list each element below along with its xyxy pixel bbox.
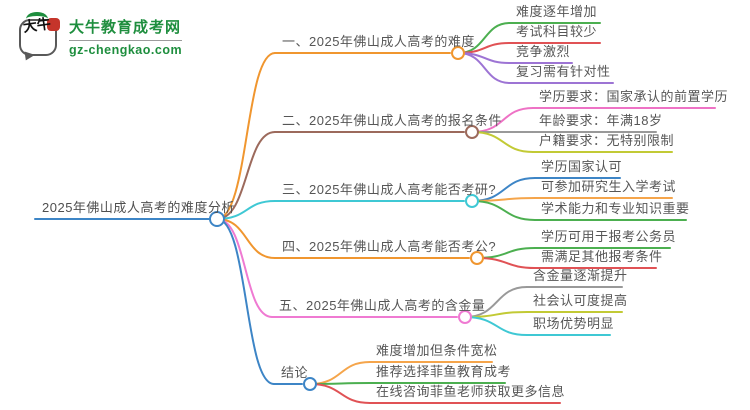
branch-node-label-5: 五、2025年佛山成人高考的含金量 [279,298,486,313]
root-node-toggle [209,211,225,227]
branch-node-label-6: 结论 [281,365,309,380]
connector-line [216,218,275,385]
branch-node-toggle-1 [451,46,465,60]
leaf-node-label-1-1: 难度逐年增加 [516,4,598,19]
connector-line [216,131,276,220]
leaf-node-label-5-2: 社会认可度提高 [533,293,628,308]
branch-node-label-1: 一、2025年佛山成人高考的难度 [282,34,475,49]
leaf-node-label-3-3: 学术能力和专业知识重要 [541,201,690,216]
logo-hat-arc [26,12,48,26]
leaf-node-label-6-1: 难度增加但条件宽松 [376,343,498,358]
logo-divider [69,39,183,41]
leaf-node-label-5-1: 含金量逐渐提升 [533,268,628,283]
branch-node-toggle-3 [465,194,479,208]
leaf-node-label-1-3: 竞争激烈 [516,44,571,59]
leaf-node-label-1-4: 复习需有针对性 [516,64,611,79]
root-node-label: 2025年佛山成人高考的难度分析 [42,200,235,215]
leaf-node-label-3-2: 可参加研究生入学考试 [541,179,677,194]
connector-line [464,316,528,336]
branch-node-label-3: 三、2025年佛山成人高考能否考研? [282,182,497,197]
red-seal-icon [48,19,59,30]
leaf-node-label-6-2: 推荐选择菲鱼教育成考 [376,364,512,379]
leaf-node-label-3-1: 学历国家认可 [541,159,623,174]
leaf-node-label-6-3: 在线咨询菲鱼老师获取更多信息 [376,384,566,399]
leaf-node-label-4-2: 需满足其他报考条件 [541,249,663,264]
connector-line [309,361,371,385]
branch-node-toggle-6 [303,377,317,391]
branch-node-toggle-2 [465,125,479,139]
daniu-logo-icon: 大牛 [18,12,60,59]
connector-line [476,257,536,269]
branch-node-toggle-4 [470,251,484,265]
connector-line [216,52,276,220]
connector-line [471,200,536,221]
logo-site-url: gz-chengkao.com [69,42,183,57]
branch-node-label-2: 二、2025年佛山成人高考的报名条件 [282,113,502,128]
connector-line [471,131,534,153]
leaf-node-label-1-2: 考试科目较少 [516,24,598,39]
branch-node-toggle-5 [458,310,472,324]
logo-site-name: 大牛教育成考网 [69,18,182,36]
leaf-node-label-2-1: 学历要求：国家承认的前置学历 [539,89,729,104]
leaf-node-label-2-2: 年龄要求：年满18岁 [539,113,663,128]
connector-line [216,218,273,318]
connector-line [457,52,511,84]
branch-node-label-4: 四、2025年佛山成人高考能否考公? [282,239,497,254]
connector-line [309,383,371,404]
connector-line [216,218,276,259]
leaf-node-label-4-1: 学历可用于报考公务员 [541,229,677,244]
site-logo: 大牛 大牛教育成考网 gz-chengkao.com [18,12,183,59]
leaf-node-label-5-3: 职场优势明显 [533,316,615,331]
leaf-node-label-2-3: 户籍要求：无特别限制 [539,133,675,148]
